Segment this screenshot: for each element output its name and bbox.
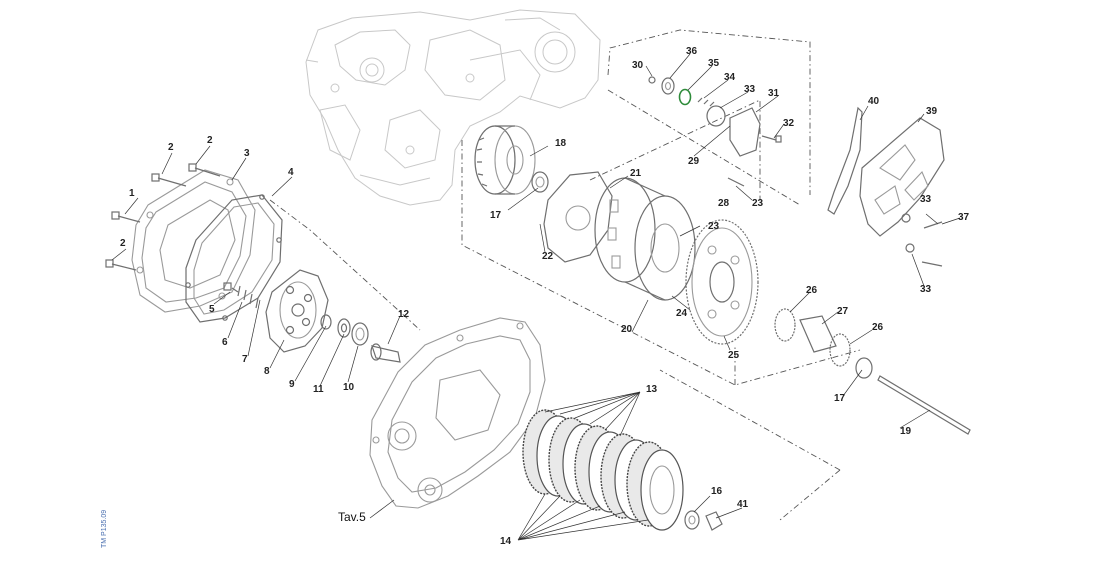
label-14: 14: [500, 536, 512, 547]
protection-bracket: [859, 117, 945, 237]
primary-gear: [474, 125, 536, 195]
label-2c: 2: [120, 238, 126, 249]
label-32: 32: [783, 118, 795, 129]
washers-and-bearing: [320, 314, 369, 346]
driven-gear: [685, 219, 759, 345]
engine-crankcase: [305, 9, 601, 206]
label-23a: 23: [708, 221, 720, 232]
label-33c: 33: [920, 284, 932, 295]
label-26b: 26: [872, 322, 884, 333]
slave-cylinder-parts: [648, 76, 782, 187]
cover-gasket: [185, 194, 283, 323]
drawing-code: TM P135.09: [101, 510, 108, 548]
crankcase-cover: [369, 317, 546, 509]
clutch-plates: [522, 409, 684, 531]
bracket-screws: [901, 213, 943, 267]
label-40: 40: [868, 96, 880, 107]
cover-screws: [105, 163, 221, 271]
label-19: 19: [900, 426, 912, 437]
label-2a: 2: [168, 142, 174, 153]
clutch-cover: [131, 169, 256, 313]
label-5: 5: [209, 304, 215, 315]
label-13: 13: [646, 384, 658, 395]
bushings-and-sleeve: [774, 308, 873, 379]
pushrod-piston: [370, 343, 401, 363]
label-39: 39: [926, 106, 938, 117]
label-16a: 16: [711, 486, 723, 497]
label-24: 24: [676, 308, 688, 319]
chain-guard: [827, 106, 863, 215]
label-17a: 17: [490, 210, 502, 221]
label-12: 12: [398, 309, 410, 320]
label-9: 9: [289, 379, 295, 390]
label-8: 8: [264, 366, 270, 377]
label-23b: 23: [752, 198, 764, 209]
label-26a: 26: [806, 285, 818, 296]
nut-and-washer: [684, 510, 723, 531]
label-28: 28: [718, 198, 730, 209]
label-17b: 17: [834, 393, 846, 404]
callout-labels: 1 2 2 2 3 4 5 6 7 8 9 10 11 12 13 14 16 …: [101, 46, 970, 548]
label-1: 1: [129, 188, 135, 199]
label-20: 20: [621, 324, 633, 335]
leader-lines: [111, 53, 961, 541]
label-27: 27: [837, 306, 849, 317]
label-11: 11: [313, 384, 324, 395]
label-35: 35: [708, 58, 720, 69]
label-29: 29: [688, 156, 700, 167]
label-37: 37: [958, 212, 970, 223]
label-22: 22: [542, 251, 554, 262]
label-6: 6: [222, 337, 228, 348]
label-33b: 33: [920, 194, 932, 205]
pressure-plate: [265, 269, 329, 353]
spring-and-screw: [223, 282, 259, 309]
table-reference: Tav.5: [338, 510, 366, 524]
thrust-washer-17: [531, 171, 549, 193]
clutch-shaft: [877, 375, 971, 435]
label-10: 10: [343, 382, 355, 393]
label-18: 18: [555, 138, 567, 149]
basket-gasket: [543, 171, 613, 263]
label-36: 36: [686, 46, 698, 57]
label-33a: 33: [744, 84, 756, 95]
label-2b: 2: [207, 135, 213, 146]
label-41: 41: [737, 499, 749, 510]
label-7: 7: [242, 354, 248, 365]
label-34: 34: [724, 72, 736, 83]
label-30: 30: [632, 60, 644, 71]
label-25: 25: [728, 350, 740, 361]
label-31: 31: [768, 88, 780, 99]
label-3: 3: [244, 148, 250, 159]
label-4: 4: [288, 167, 294, 178]
clutch-basket: [594, 177, 696, 301]
label-21: 21: [630, 168, 642, 179]
o-ring-35: [678, 88, 692, 106]
